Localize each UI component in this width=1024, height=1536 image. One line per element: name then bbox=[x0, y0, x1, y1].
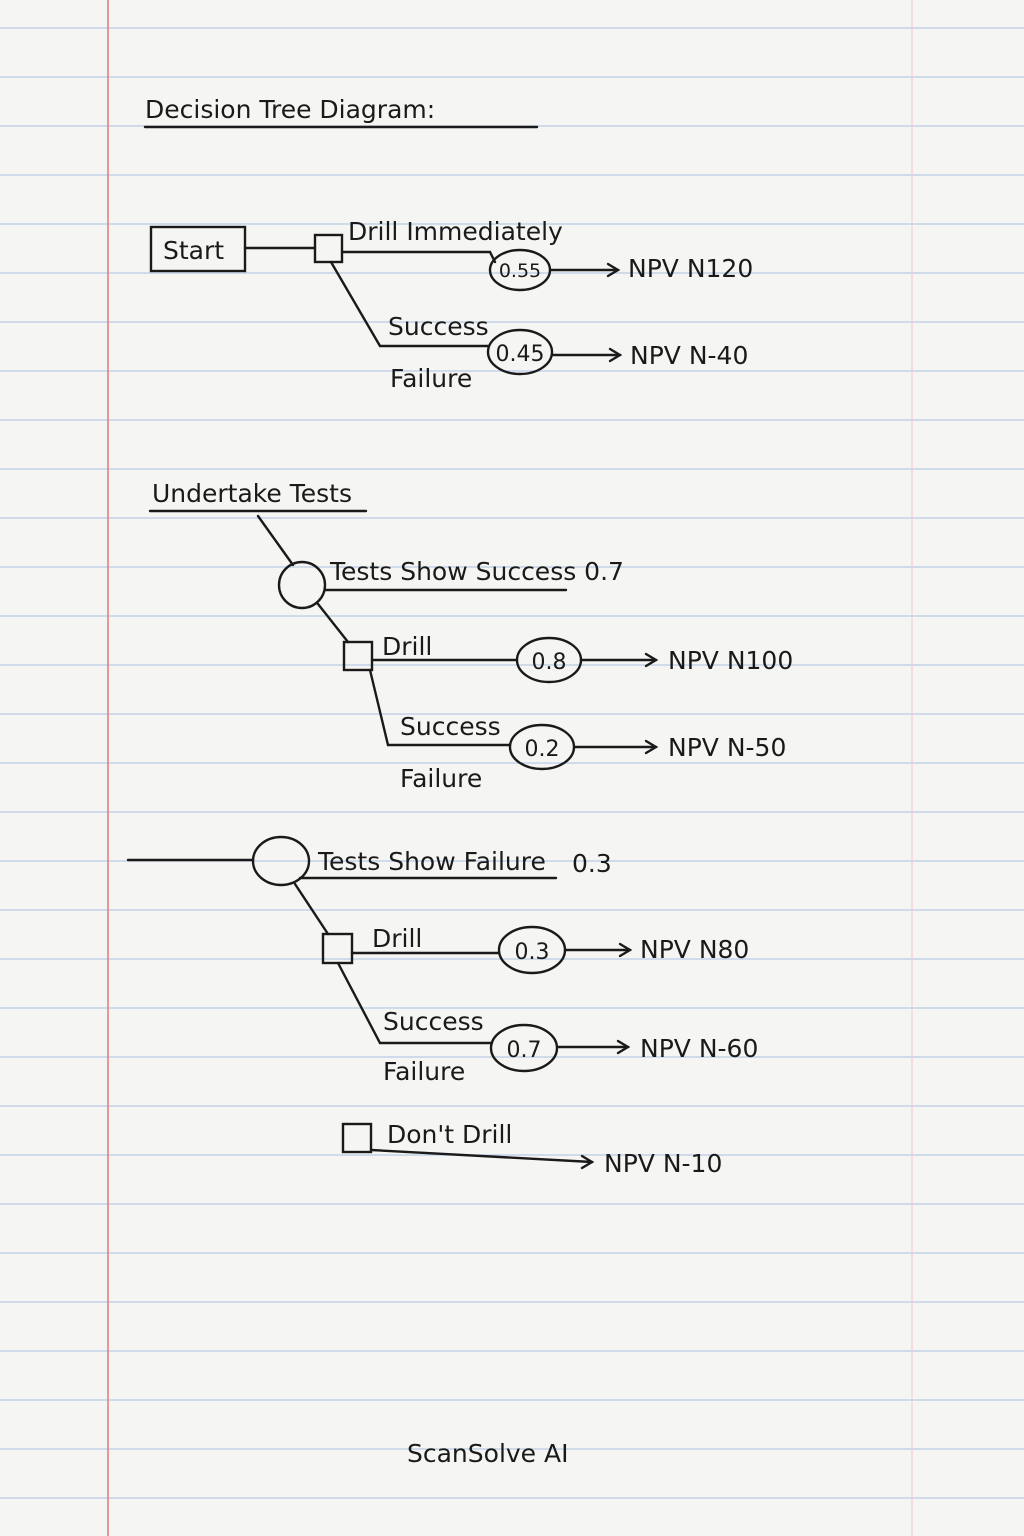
footer-watermark: ScanSolve AI bbox=[407, 1439, 569, 1468]
probability: 0.45 bbox=[496, 342, 545, 367]
drill-immediately-branch: Start Drill Immediately 0.55 NPV N120 Su… bbox=[149, 217, 753, 393]
probability: 0.7 bbox=[507, 1038, 542, 1063]
decision-node bbox=[313, 233, 344, 264]
npv-value: NPV N120 bbox=[628, 254, 753, 283]
npv-value: NPV N-60 bbox=[640, 1034, 758, 1063]
chance-node bbox=[251, 835, 311, 887]
npv-value: NPV N-40 bbox=[630, 341, 748, 370]
ruled-lines bbox=[0, 27, 1024, 1499]
drill-label: Drill bbox=[382, 632, 432, 661]
tests-show-failure-label: Tests Show Failure bbox=[317, 847, 546, 876]
npv-value: NPV N-10 bbox=[604, 1149, 722, 1178]
npv-value: NPV N100 bbox=[668, 646, 793, 675]
success-label: Success bbox=[388, 312, 489, 341]
success-label: Success bbox=[383, 1007, 484, 1036]
decision-node bbox=[342, 640, 374, 672]
npv-value: NPV N80 bbox=[640, 935, 749, 964]
dont-drill-label: Don't Drill bbox=[387, 1120, 512, 1149]
probability: 0.55 bbox=[499, 260, 541, 282]
page-title: Decision Tree Diagram: bbox=[145, 95, 435, 124]
failure-label: Failure bbox=[400, 764, 482, 793]
success-label: Success bbox=[400, 712, 501, 741]
undertake-tests-branch: Undertake Tests Tests Show Success 0.7 D… bbox=[126, 479, 793, 1178]
probability: 0.3 bbox=[572, 849, 612, 878]
probability: 0.2 bbox=[525, 737, 560, 762]
undertake-tests-label: Undertake Tests bbox=[152, 479, 352, 508]
chance-node bbox=[486, 328, 554, 376]
drill-label: Drill bbox=[372, 924, 422, 953]
npv-value: NPV N-50 bbox=[668, 733, 786, 762]
failure-label: Failure bbox=[390, 364, 472, 393]
decision-node bbox=[341, 1122, 373, 1154]
drill-immediately-label: Drill Immediately bbox=[348, 217, 563, 246]
start-label: Start bbox=[163, 236, 224, 265]
probability: 0.8 bbox=[532, 650, 567, 675]
failure-label: Failure bbox=[383, 1057, 465, 1086]
probability: 0.3 bbox=[515, 940, 550, 965]
tests-show-success-label: Tests Show Success 0.7 bbox=[329, 557, 624, 586]
chance-node bbox=[277, 560, 327, 610]
